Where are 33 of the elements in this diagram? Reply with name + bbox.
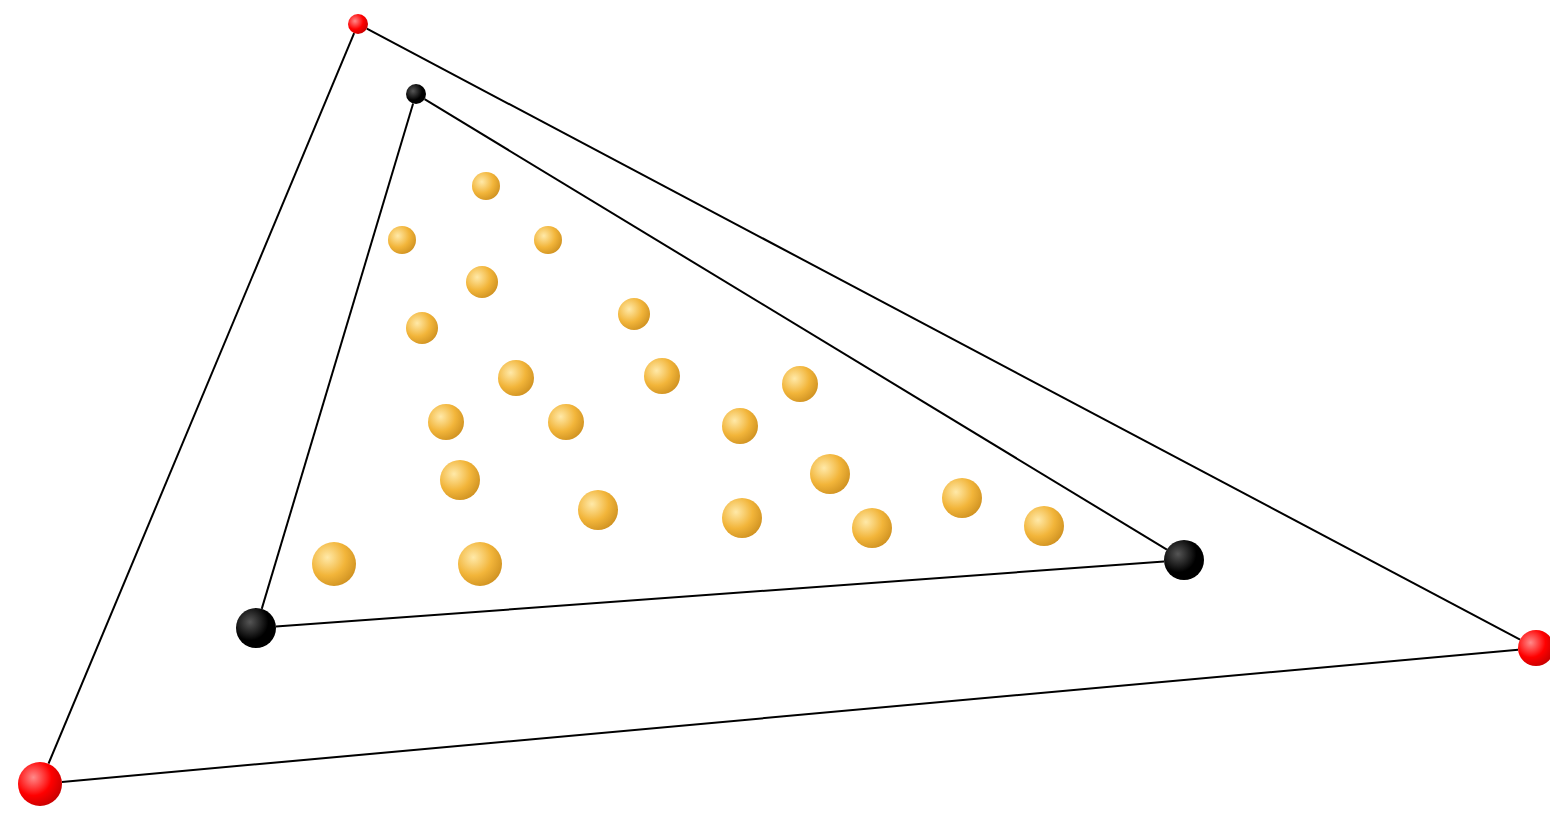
triangle-edge xyxy=(60,648,1520,783)
sphere xyxy=(388,226,416,254)
vertex-sphere xyxy=(348,14,368,34)
sphere xyxy=(428,404,464,440)
vertex-sphere xyxy=(1164,540,1204,580)
sphere xyxy=(458,542,502,586)
sphere xyxy=(498,360,534,396)
sphere xyxy=(472,172,500,200)
sphere xyxy=(810,454,850,494)
triangle-edge xyxy=(260,102,415,610)
vertex-sphere xyxy=(236,608,276,648)
triangle-edge xyxy=(274,560,1166,628)
sphere xyxy=(644,358,680,394)
sphere xyxy=(722,408,758,444)
sphere xyxy=(942,478,982,518)
sphere xyxy=(782,366,818,402)
triangle-edge xyxy=(365,27,1522,641)
vertex-sphere xyxy=(1518,630,1550,666)
sphere xyxy=(440,460,480,500)
vertex-sphere xyxy=(18,762,62,806)
sphere xyxy=(548,404,584,440)
sphere xyxy=(466,266,498,298)
triangle-edge xyxy=(423,98,1168,551)
sphere xyxy=(312,542,356,586)
sphere xyxy=(852,508,892,548)
sphere xyxy=(1024,506,1064,546)
triangle-edge xyxy=(47,32,356,765)
sphere xyxy=(578,490,618,530)
sphere xyxy=(722,498,762,538)
sphere xyxy=(534,226,562,254)
sphere xyxy=(406,312,438,344)
sphere xyxy=(618,298,650,330)
vertex-sphere xyxy=(406,84,426,104)
